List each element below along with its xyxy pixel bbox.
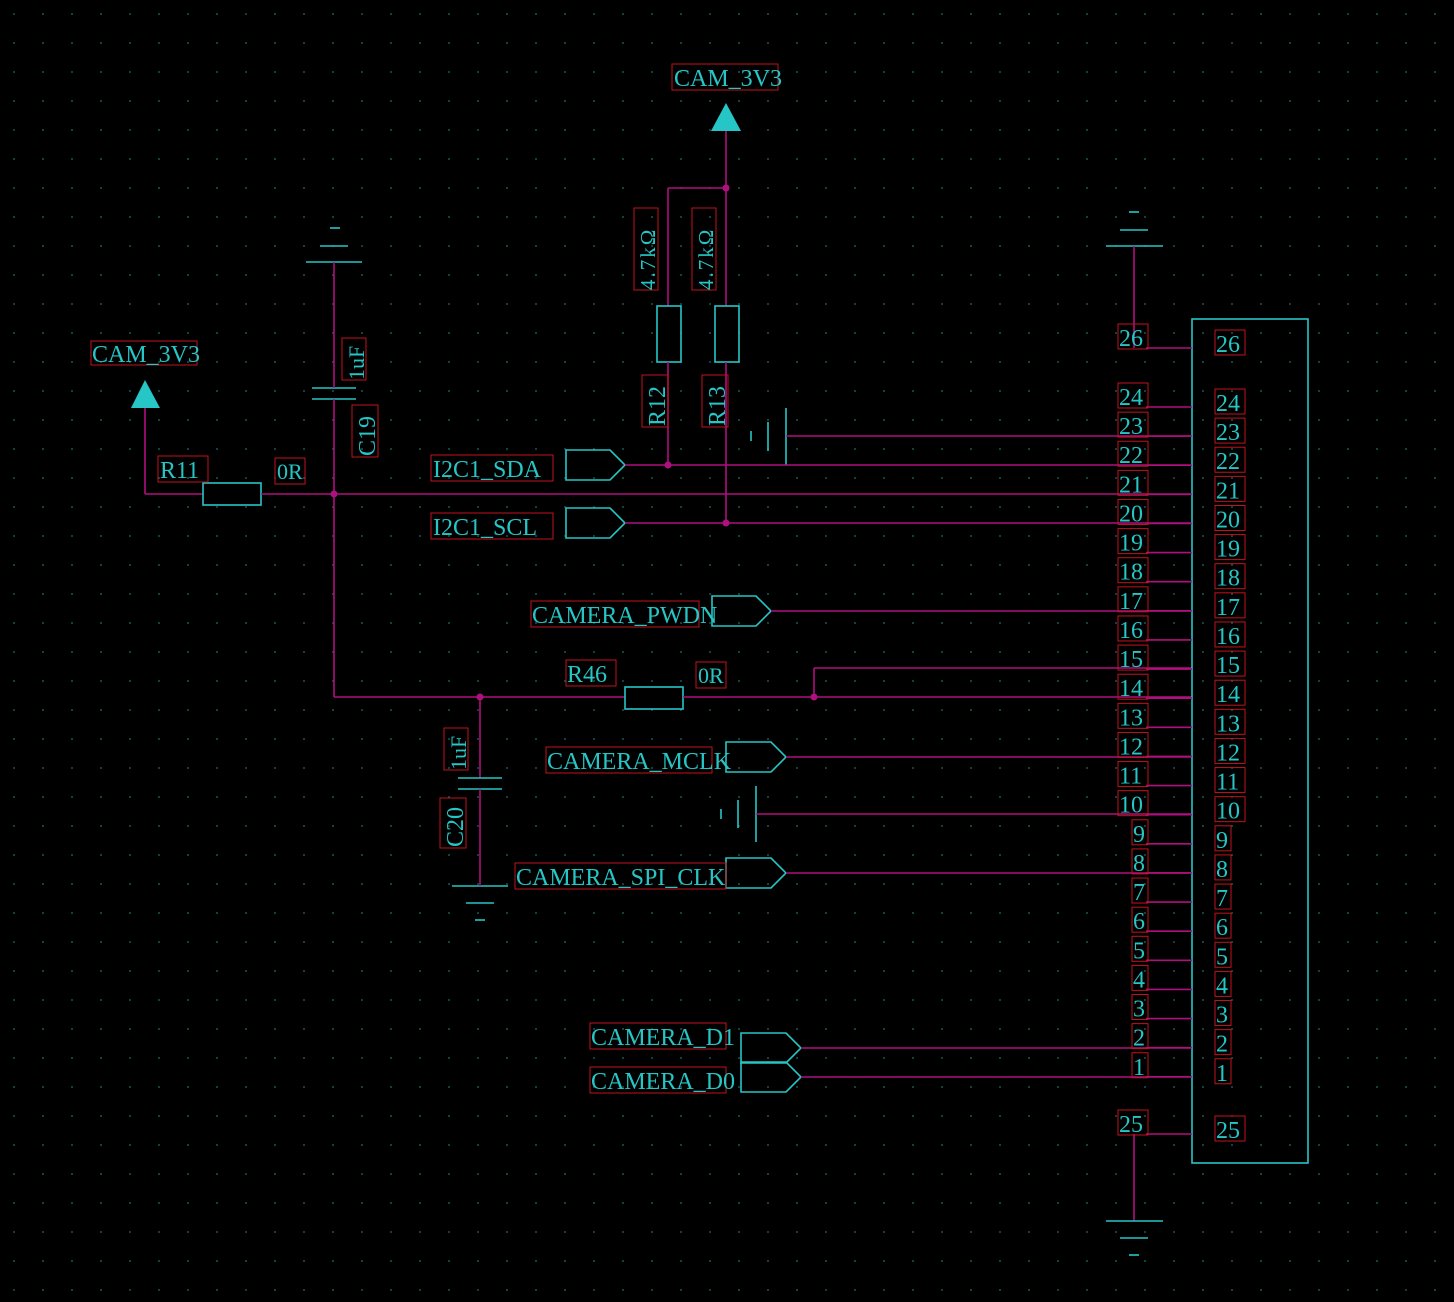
r46-value: 0R: [698, 663, 724, 688]
pin-number-outer-22: 22: [1119, 443, 1143, 469]
pin-number-inner-23: 23: [1216, 420, 1240, 446]
pin-number-outer-2: 2: [1133, 1026, 1145, 1052]
c20-value: 1uF: [446, 736, 471, 770]
pin-number-outer-25: 25: [1119, 1112, 1143, 1138]
c19-ref: C19: [355, 416, 381, 456]
pin-number-outer-10: 10: [1119, 793, 1143, 819]
r11-value: 0R: [277, 459, 303, 484]
pin-number-outer-15: 15: [1119, 647, 1143, 673]
pin-number-outer-18: 18: [1119, 560, 1143, 586]
power-symbol-left[interactable]: CAM_3V3: [90, 340, 200, 494]
pin-number-inner-17: 17: [1216, 595, 1240, 621]
capacitor-c20[interactable]: 1uF C20: [439, 693, 502, 887]
net-label-d0: CAMERA_D0: [591, 1069, 735, 1095]
pin-number-outer-9: 9: [1133, 822, 1145, 848]
pin-number-inner-5: 5: [1216, 944, 1228, 970]
resistor-r12[interactable]: 4.7kΩ R12: [633, 207, 682, 465]
pin-number-inner-20: 20: [1216, 507, 1240, 533]
pin-number-outer-3: 3: [1133, 997, 1145, 1023]
pin-number-inner-21: 21: [1216, 478, 1240, 504]
r13-value: 4.7kΩ: [694, 228, 718, 290]
pin-number-inner-10: 10: [1216, 799, 1240, 825]
r11-ref: R11: [160, 458, 199, 484]
resistor-r46[interactable]: R46 0R: [565, 659, 1192, 710]
pin-number-outer-13: 13: [1119, 705, 1143, 731]
pin-number-inner-4: 4: [1216, 973, 1228, 999]
capacitor-c19[interactable]: 1uF C19: [312, 337, 381, 494]
net-label-sda: I2C1_SDA: [433, 457, 542, 483]
pin-number-inner-11: 11: [1216, 770, 1239, 796]
pin-number-inner-15: 15: [1216, 653, 1240, 679]
pin-number-outer-14: 14: [1119, 676, 1143, 702]
c20-ref: C20: [443, 807, 469, 847]
pin-number-inner-1: 1: [1216, 1061, 1228, 1087]
port-camera-d1[interactable]: CAMERA_D1: [589, 1022, 1192, 1064]
pin-number-inner-24: 24: [1216, 391, 1240, 417]
power-label-top: CAM_3V3: [674, 66, 782, 92]
connector-body[interactable]: [1191, 318, 1309, 1164]
port-camera-pwdn[interactable]: CAMERA_PWDN: [530, 595, 1192, 629]
pin-number-inner-2: 2: [1216, 1032, 1228, 1058]
pin-number-outer-5: 5: [1133, 938, 1145, 964]
r12-value: 4.7kΩ: [636, 228, 660, 290]
port-camera-d0[interactable]: CAMERA_D0: [589, 1061, 1192, 1095]
pin-number-inner-26: 26: [1216, 332, 1240, 358]
r12-ref: R12: [645, 386, 671, 426]
pin-number-outer-24: 24: [1119, 385, 1143, 411]
pin-number-inner-13: 13: [1216, 711, 1240, 737]
resistor-r13[interactable]: 4.7kΩ R13: [691, 207, 740, 523]
pin-number-outer-20: 20: [1119, 501, 1143, 527]
pin-number-outer-11: 11: [1119, 764, 1142, 790]
pin-number-inner-9: 9: [1216, 828, 1228, 854]
ground-symbol-top-right[interactable]: [1106, 211, 1163, 348]
pin-number-outer-23: 23: [1119, 414, 1143, 440]
port-camera-spi-clk[interactable]: CAMERA_SPI_CLK: [514, 857, 1192, 891]
pin-number-inner-14: 14: [1216, 682, 1240, 708]
resistor-r11[interactable]: R11 0R: [145, 455, 306, 506]
ground-symbol-bottom-right[interactable]: [1106, 1134, 1163, 1256]
pin-number-inner-8: 8: [1216, 857, 1228, 883]
pin-number-outer-4: 4: [1133, 967, 1145, 993]
r46-ref: R46: [567, 662, 607, 688]
pin-number-inner-6: 6: [1216, 915, 1228, 941]
pin-number-outer-26: 26: [1119, 326, 1143, 352]
power-symbol-top[interactable]: CAM_3V3: [671, 63, 782, 188]
pin-number-inner-18: 18: [1216, 566, 1240, 592]
pin-number-outer-12: 12: [1119, 734, 1143, 760]
pin-number-inner-7: 7: [1216, 886, 1228, 912]
pin-number-outer-6: 6: [1133, 909, 1145, 935]
net-label-pwdn: CAMERA_PWDN: [532, 603, 717, 629]
pin-number-inner-16: 16: [1216, 624, 1240, 650]
net-label-scl: I2C1_SCL: [433, 515, 537, 541]
net-label-mclk: CAMERA_MCLK: [547, 749, 732, 775]
port-camera-mclk[interactable]: CAMERA_MCLK: [545, 741, 1192, 775]
net-label-spi-clk: CAMERA_SPI_CLK: [516, 865, 726, 891]
pin-number-inner-25: 25: [1216, 1118, 1240, 1144]
pin-number-outer-19: 19: [1119, 531, 1143, 557]
pin-number-outer-7: 7: [1133, 880, 1145, 906]
port-i2c1-scl[interactable]: I2C1_SCL: [430, 507, 1192, 541]
ground-symbol-c19[interactable]: [306, 227, 362, 378]
pin-number-inner-19: 19: [1216, 537, 1240, 563]
pin-number-outer-17: 17: [1119, 589, 1143, 615]
pin-number-outer-1: 1: [1133, 1055, 1145, 1081]
port-i2c1-sda[interactable]: I2C1_SDA: [430, 449, 1192, 483]
ground-symbol-pin23[interactable]: [750, 408, 1192, 465]
pin-number-inner-22: 22: [1216, 449, 1240, 475]
net-label-d1: CAMERA_D1: [591, 1025, 735, 1051]
pin-number-outer-21: 21: [1119, 472, 1143, 498]
pin-number-outer-16: 16: [1119, 618, 1143, 644]
pin-number-inner-3: 3: [1216, 1003, 1228, 1029]
r13-ref: R13: [705, 386, 731, 426]
pin-number-outer-8: 8: [1133, 851, 1145, 877]
ground-symbol-pin10[interactable]: [720, 786, 1192, 842]
c19-value: 1uF: [344, 346, 369, 380]
pin-number-inner-12: 12: [1216, 740, 1240, 766]
power-label-left: CAM_3V3: [92, 342, 200, 368]
